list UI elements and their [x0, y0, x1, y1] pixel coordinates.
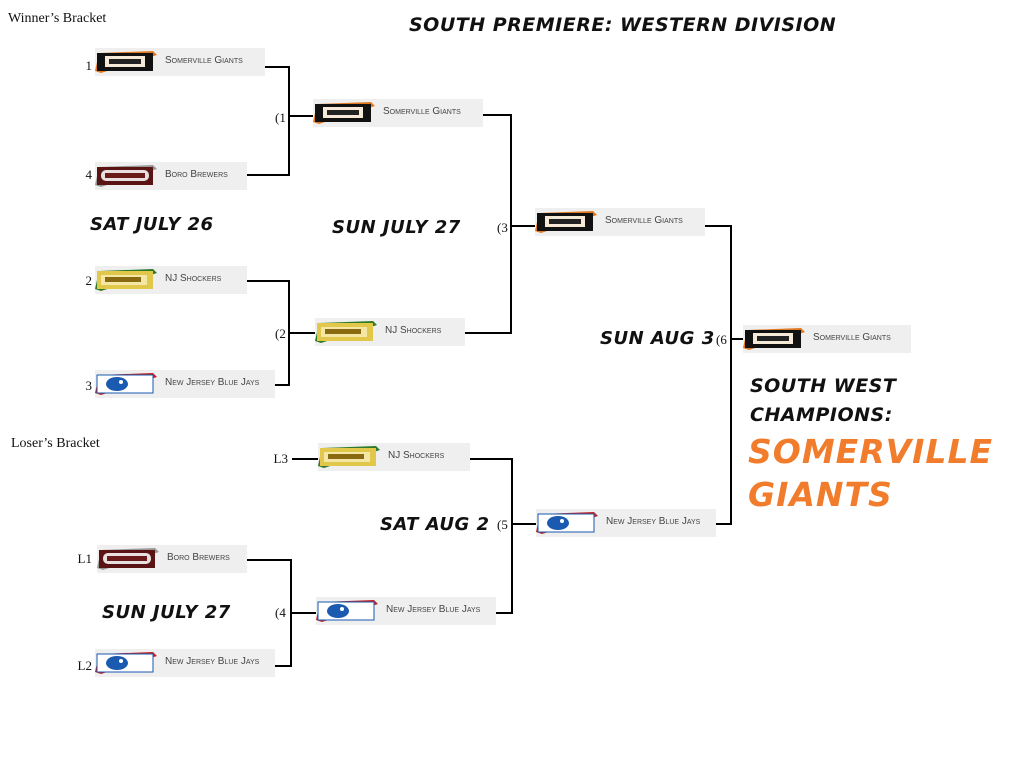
team-name: Boro Brewers [167, 552, 230, 563]
team-name: Somerville Giants [605, 215, 683, 226]
nj-shockers-logo-icon [95, 269, 157, 291]
team-name: NJ Shockers [165, 273, 222, 284]
losers-bracket-label: Loser’s Bracket [11, 436, 100, 451]
game-2-label: (2 [275, 326, 286, 341]
game-3-label: (3 [497, 220, 508, 235]
game-4-label: (4 [275, 605, 286, 620]
team-slot-wb2-top: NJ Shockers [95, 266, 247, 294]
team-name: Somerville Giants [383, 106, 461, 117]
team-name: Somerville Giants [165, 55, 243, 66]
connector-line [510, 114, 512, 334]
connector-line [275, 384, 289, 386]
team-slot-lb-l2: New Jersey Blue Jays [95, 649, 275, 677]
seed-l2: L2 [77, 658, 92, 673]
team-slot-wb1-bottom: Boro Brewers [95, 162, 247, 190]
team-name: Boro Brewers [165, 169, 228, 180]
connector-line [705, 225, 731, 227]
team-slot-lb-r1-winner: New Jersey Blue Jays [316, 597, 496, 625]
champion-team-name-line2: GIANTS [748, 475, 893, 514]
team-name: NJ Shockers [385, 325, 442, 336]
date-lb-round1: SUN JULY 27 [102, 602, 231, 623]
connector-line [730, 225, 732, 525]
team-slot-lb-l3: NJ Shockers [318, 443, 470, 471]
connector-line [247, 280, 289, 282]
connector-line [465, 332, 511, 334]
connector-line [288, 66, 290, 176]
seed-l1: L1 [77, 551, 92, 566]
blue-jays-logo-icon [316, 600, 378, 622]
champion-team-name-line1: SOMERVILLE [748, 432, 994, 471]
game-5-label: (5 [497, 517, 508, 532]
seed-3: 3 [85, 378, 93, 393]
connector-line [288, 115, 313, 117]
team-slot-wb1-top: Somerville Giants [95, 48, 265, 76]
team-slot-champion: Somerville Giants [743, 325, 911, 353]
connector-line [275, 665, 291, 667]
team-name: Somerville Giants [813, 332, 891, 343]
bracket-title: SOUTH PREMIERE: WESTERN DIVISION [409, 14, 837, 36]
connector-line [290, 612, 316, 614]
nj-shockers-logo-icon [318, 446, 380, 468]
blue-jays-logo-icon [95, 652, 157, 674]
boro-brewers-logo-icon [95, 165, 157, 187]
champion-heading-line2: CHAMPIONS: [750, 404, 893, 426]
champion-heading-line1: SOUTH WEST [750, 375, 897, 397]
team-slot-wb-r2-top: Somerville Giants [313, 99, 483, 127]
date-wb-round1: SAT JULY 26 [90, 214, 214, 235]
boro-brewers-logo-icon [97, 548, 159, 570]
team-slot-wb-final: Somerville Giants [535, 208, 705, 236]
connector-line [511, 523, 536, 525]
game-1-label: (1 [275, 110, 286, 125]
seed-2: 2 [85, 273, 93, 288]
team-slot-lb-l1: Boro Brewers [97, 545, 247, 573]
team-slot-wb2-bottom: New Jersey Blue Jays [95, 370, 275, 398]
team-name: New Jersey Blue Jays [606, 516, 701, 527]
connector-line [496, 612, 512, 614]
connector-line [247, 174, 289, 176]
connector-line [716, 523, 731, 525]
connector-line [511, 458, 513, 614]
somerville-giants-logo-icon [313, 102, 375, 124]
blue-jays-logo-icon [95, 373, 157, 395]
somerville-giants-logo-icon [743, 328, 805, 350]
connector-line [247, 559, 291, 561]
team-name: NJ Shockers [388, 450, 445, 461]
winners-bracket-label: Winner’s Bracket [8, 11, 107, 26]
connector-line [292, 458, 318, 460]
team-name: New Jersey Blue Jays [386, 604, 481, 615]
nj-shockers-logo-icon [315, 321, 377, 343]
date-final: SUN AUG 3 [600, 328, 715, 349]
seed-1: 1 [85, 58, 93, 73]
team-name: New Jersey Blue Jays [165, 377, 260, 388]
connector-line [470, 458, 512, 460]
somerville-giants-logo-icon [535, 211, 597, 233]
somerville-giants-logo-icon [95, 51, 157, 73]
connector-line [288, 332, 315, 334]
game-6-label: (6 [716, 332, 727, 347]
seed-4: 4 [85, 167, 93, 182]
seed-l3: L3 [273, 451, 288, 466]
connector-line [510, 225, 535, 227]
team-name: New Jersey Blue Jays [165, 656, 260, 667]
team-slot-lb-final: New Jersey Blue Jays [536, 509, 716, 537]
date-wb-round2: SUN JULY 27 [332, 217, 461, 238]
team-slot-wb-r2-bottom: NJ Shockers [315, 318, 465, 346]
connector-line [483, 114, 511, 116]
connector-line [730, 338, 743, 340]
date-lb-round2: SAT AUG 2 [380, 514, 490, 535]
blue-jays-logo-icon [536, 512, 598, 534]
connector-line [265, 66, 289, 68]
